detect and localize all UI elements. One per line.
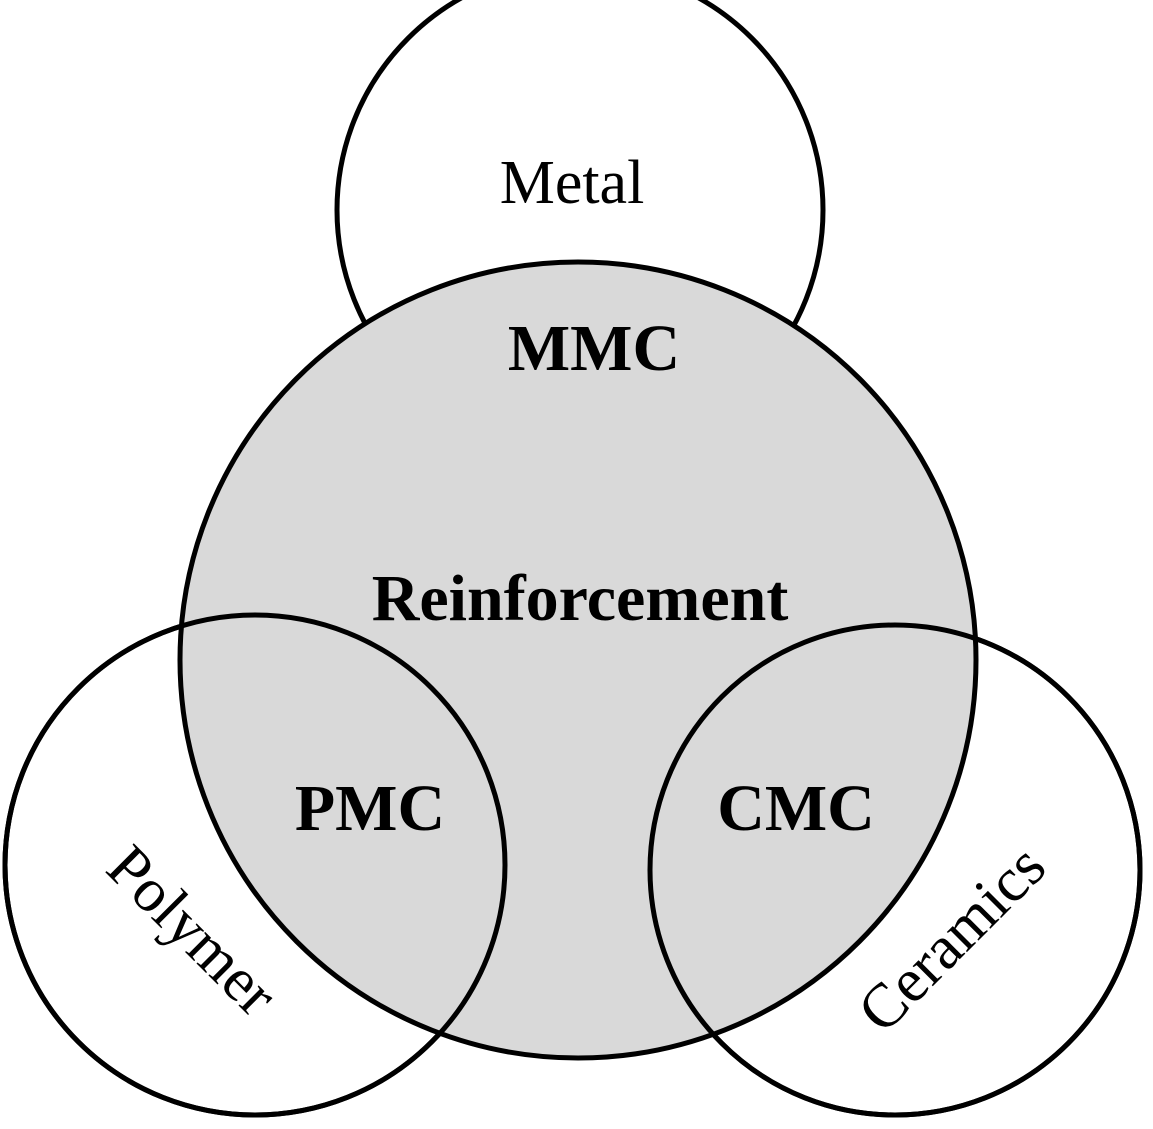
cmc-label: CMC (717, 772, 875, 845)
reinforcement-circle (177, 259, 979, 1061)
metal-label: Metal (500, 149, 645, 217)
pmc-label: PMC (295, 772, 445, 845)
polymer-circle-outline (2, 612, 508, 1118)
mmc-label: MMC (508, 312, 680, 385)
ceramics-circle-outline (647, 622, 1143, 1118)
reinforcement-label: Reinforcement (372, 562, 789, 635)
